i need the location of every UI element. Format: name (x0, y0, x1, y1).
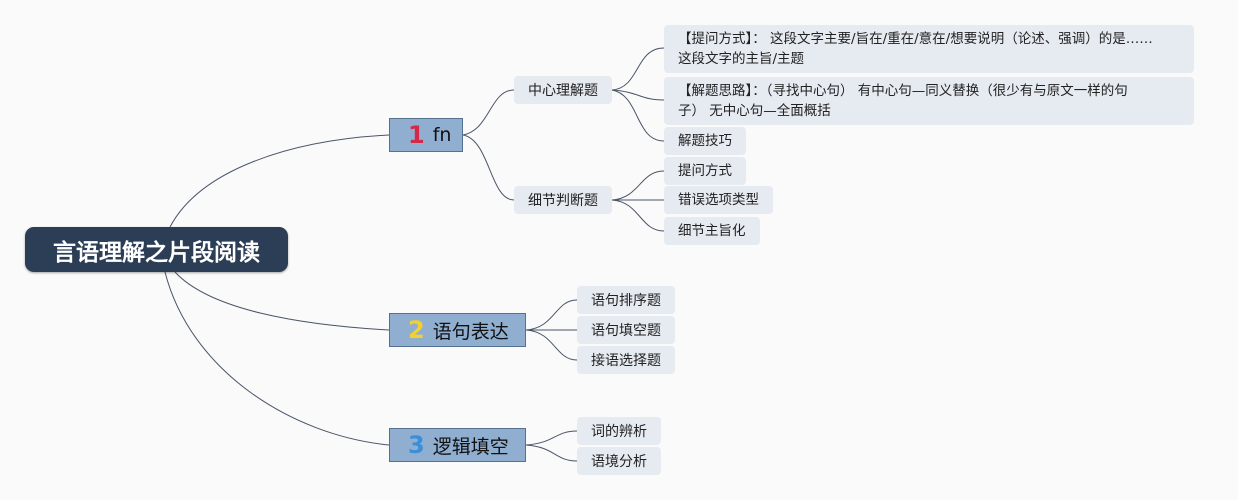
leaf-line: 错误选项类型 (678, 192, 759, 208)
root-label: 言语理解之片段阅读 (53, 239, 260, 266)
sub-node-sentence-filling[interactable]: 语句填空题 (577, 316, 675, 344)
link-root-branch2 (174, 271, 390, 331)
leaf-solution-approach[interactable]: 【解题思路】：（寻找中心句） 有中心句—同义替换（很少有与原文一样的句 子） 无… (664, 77, 1194, 125)
sub-node-context-analysis[interactable]: 语境分析 (577, 447, 661, 475)
leaf-question-format[interactable]: 【提问方式】： 这段文字主要/旨在/重在/意在/想要说明（论述、强调）的是…… … (664, 25, 1194, 73)
leaf-line: 提问方式 (678, 163, 732, 179)
leaf-detail-question-format[interactable]: 提问方式 (664, 157, 746, 185)
branch-3-node[interactable]: 3 逻辑填空 (389, 428, 526, 462)
link-b3-sub1 (525, 430, 578, 446)
leaf-detail-to-main-idea[interactable]: 细节主旨化 (664, 217, 760, 245)
branch-1-label: fn (432, 124, 452, 146)
sub-label: 语境分析 (591, 454, 647, 470)
leaf-line: 子） 无中心句—全面概括 (678, 103, 831, 119)
leaf-line: 解题技巧 (678, 133, 732, 149)
leaf-wrong-option-types[interactable]: 错误选项类型 (664, 186, 773, 214)
link-b1-sub2 (462, 134, 515, 201)
branch-1-number: 1 (408, 121, 425, 149)
leaf-line: 这段文字的主旨/主题 (678, 51, 805, 67)
leaf-solving-tips[interactable]: 解题技巧 (664, 127, 746, 155)
link-sub1-leaf3 (611, 89, 665, 142)
link-sub1-leaf2 (611, 89, 665, 101)
sub-label: 中心理解题 (528, 83, 598, 99)
sub-label: 词的辨析 (591, 424, 647, 440)
branch-2-label: 语句表达 (432, 320, 509, 343)
branch-3-number: 3 (408, 431, 425, 459)
sub-node-detail-judgment[interactable]: 细节判断题 (514, 186, 612, 214)
sub-label: 细节判断题 (528, 193, 598, 209)
branch-3-label: 逻辑填空 (432, 435, 509, 458)
link-sub2-leaf1 (611, 170, 665, 201)
sub-node-word-discrimination[interactable]: 词的辨析 (577, 417, 661, 445)
sub-label: 接语选择题 (591, 353, 661, 369)
link-b1-sub1 (462, 89, 515, 136)
sub-node-continuation-choice[interactable]: 接语选择题 (577, 346, 675, 374)
link-b2-sub1 (525, 299, 578, 331)
leaf-line: 细节主旨化 (678, 223, 746, 239)
sub-label: 语句填空题 (591, 323, 661, 339)
link-b2-sub3 (525, 329, 578, 361)
sub-node-sentence-ordering[interactable]: 语句排序题 (577, 286, 675, 314)
link-sub1-leaf1 (611, 47, 665, 91)
sub-label: 语句排序题 (591, 293, 661, 309)
link-sub2-leaf3 (611, 199, 665, 232)
link-b3-sub2 (525, 444, 578, 462)
link-root-branch3 (164, 271, 390, 446)
branch-2-node[interactable]: 2 语句表达 (389, 313, 526, 347)
sub-node-central-idea[interactable]: 中心理解题 (514, 76, 612, 104)
branch-2-number: 2 (408, 316, 425, 344)
branch-1-node[interactable]: 1 fn (389, 118, 463, 152)
leaf-line: 【解题思路】：（寻找中心句） 有中心句—同义替换（很少有与原文一样的句 (678, 83, 1128, 99)
leaf-line: 【提问方式】： 这段文字主要/旨在/重在/意在/想要说明（论述、强调）的是…… (678, 31, 1153, 47)
root-node[interactable]: 言语理解之片段阅读 (25, 227, 288, 272)
link-root-branch1 (169, 134, 390, 228)
